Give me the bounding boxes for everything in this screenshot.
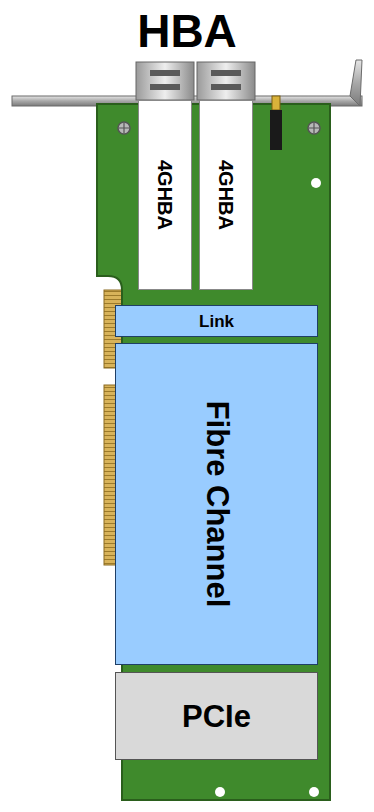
sfp-port: [150, 84, 180, 90]
screw-hole: [118, 122, 130, 134]
mount-hole: [311, 178, 321, 188]
led-light: [272, 96, 280, 110]
sfp-port: [211, 70, 241, 76]
sfp-cage: [136, 62, 194, 100]
sfp-port: [150, 70, 180, 76]
sfp-module: 4GHBA: [199, 100, 253, 290]
block-label: Fibre Channel: [201, 401, 232, 608]
sfp-cage: [197, 62, 255, 100]
block-label: PCIe: [182, 701, 251, 732]
block-label: 4GHBA: [155, 160, 175, 230]
link-block: Link: [115, 305, 318, 337]
screw-cross: [119, 123, 129, 133]
sfp-module: 4GHBA: [138, 100, 192, 290]
block-label: Link: [199, 313, 234, 330]
mount-hole: [215, 787, 225, 797]
diagram-title: HBA: [0, 6, 374, 57]
sfp-port: [211, 84, 241, 90]
bracket-tab: [350, 60, 362, 106]
pcie-block: PCIe: [115, 672, 318, 760]
mount-hole: [309, 787, 319, 797]
led-housing: [270, 110, 282, 150]
block-label: 4GHBA: [216, 160, 236, 230]
screw-cross: [309, 123, 319, 133]
fibre-channel-block: Fibre Channel: [115, 343, 318, 665]
screw-hole: [308, 122, 320, 134]
